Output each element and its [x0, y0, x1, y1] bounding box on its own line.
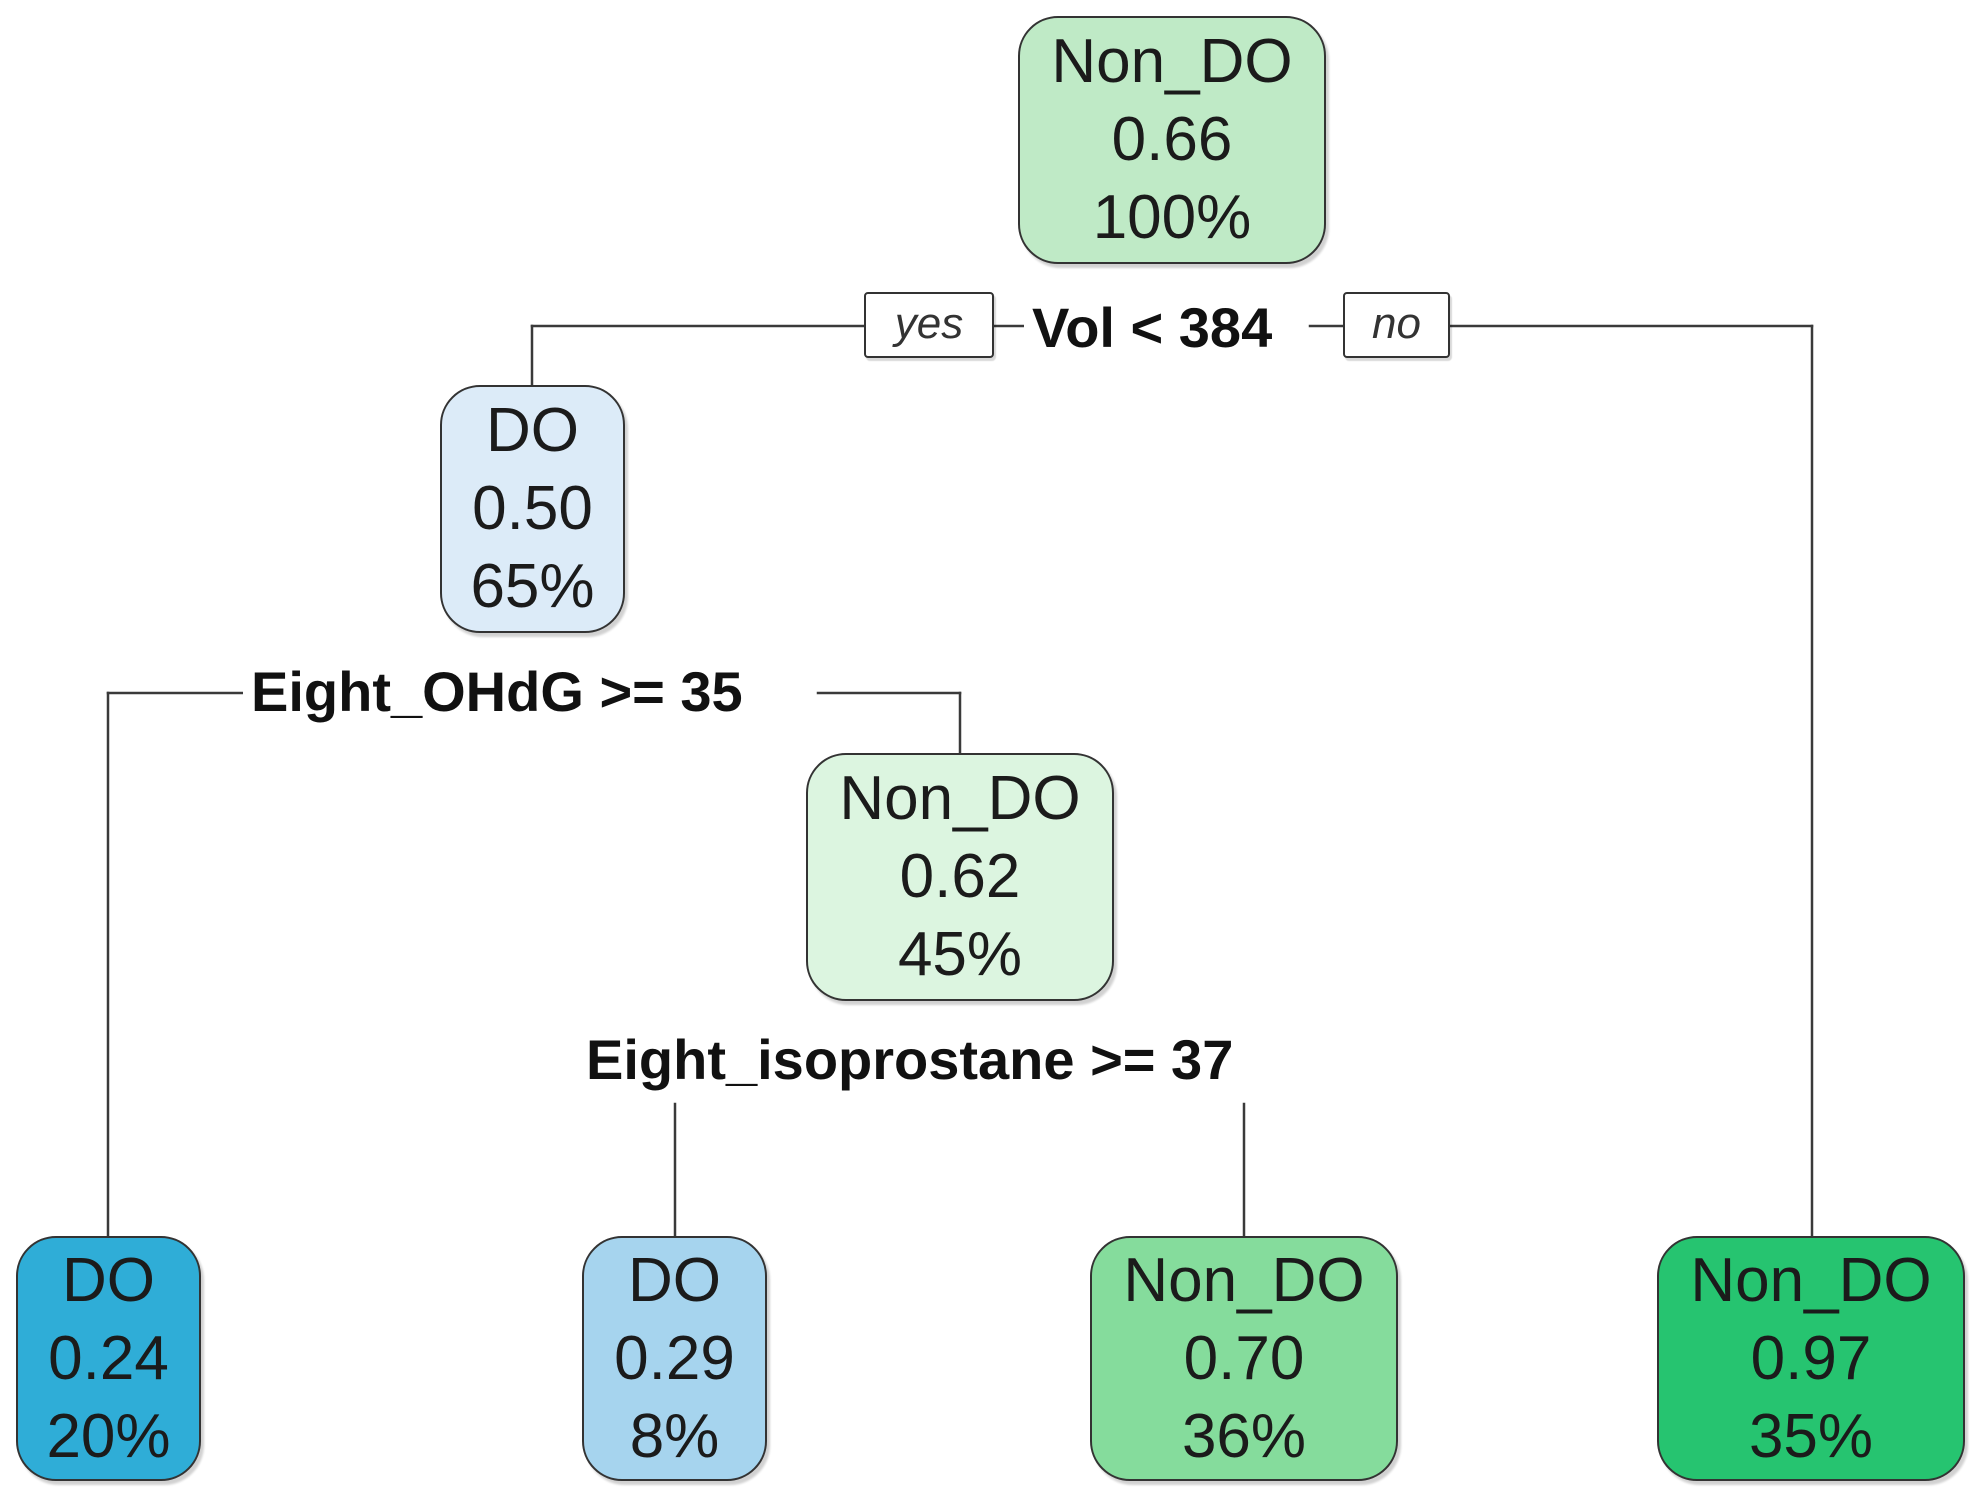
left-node: DO 0.50 65%	[440, 385, 625, 633]
left-right-node-pct: 45%	[897, 920, 1023, 989]
yes-branch-tag: yes	[864, 292, 994, 358]
leaf-class: Non_DO	[1690, 1245, 1932, 1315]
root-node-pct: 100%	[1092, 183, 1252, 252]
left-node-pct: 65%	[470, 552, 595, 621]
leaf-node: Non_DO 0.70 36%	[1090, 1236, 1398, 1481]
leaf-prob: 0.24	[48, 1323, 169, 1393]
leaf-class: DO	[628, 1245, 721, 1315]
left-node-prob: 0.50	[472, 474, 593, 543]
root-node: Non_DO 0.66 100%	[1018, 16, 1326, 264]
leaf-node: DO 0.24 20%	[16, 1236, 201, 1481]
leaf-pct: 20%	[46, 1401, 171, 1471]
leaf-prob: 0.70	[1183, 1323, 1305, 1393]
leaf-class: Non_DO	[1123, 1245, 1365, 1315]
leaf-pct: 8%	[629, 1401, 720, 1471]
left-right-split-label: Eight_isoprostane >= 37	[578, 1028, 1242, 1092]
leaf-prob: 0.29	[614, 1323, 735, 1393]
root-split-label: Vol < 384	[1024, 296, 1281, 360]
leaf-node: DO 0.29 8%	[582, 1236, 767, 1481]
left-node-class: DO	[486, 396, 579, 465]
root-node-class: Non_DO	[1051, 27, 1293, 96]
leaf-node: Non_DO 0.97 35%	[1657, 1236, 1965, 1481]
no-branch-tag: no	[1343, 292, 1450, 358]
left-right-node: Non_DO 0.62 45%	[806, 753, 1114, 1001]
leaf-pct: 36%	[1181, 1401, 1307, 1471]
left-right-node-class: Non_DO	[839, 764, 1081, 833]
left-right-node-prob: 0.62	[899, 842, 1021, 911]
leaf-pct: 35%	[1748, 1401, 1874, 1471]
root-node-prob: 0.66	[1111, 105, 1233, 174]
leaf-prob: 0.97	[1750, 1323, 1872, 1393]
left-split-label: Eight_OHdG >= 35	[243, 660, 751, 724]
leaf-class: DO	[62, 1245, 155, 1315]
